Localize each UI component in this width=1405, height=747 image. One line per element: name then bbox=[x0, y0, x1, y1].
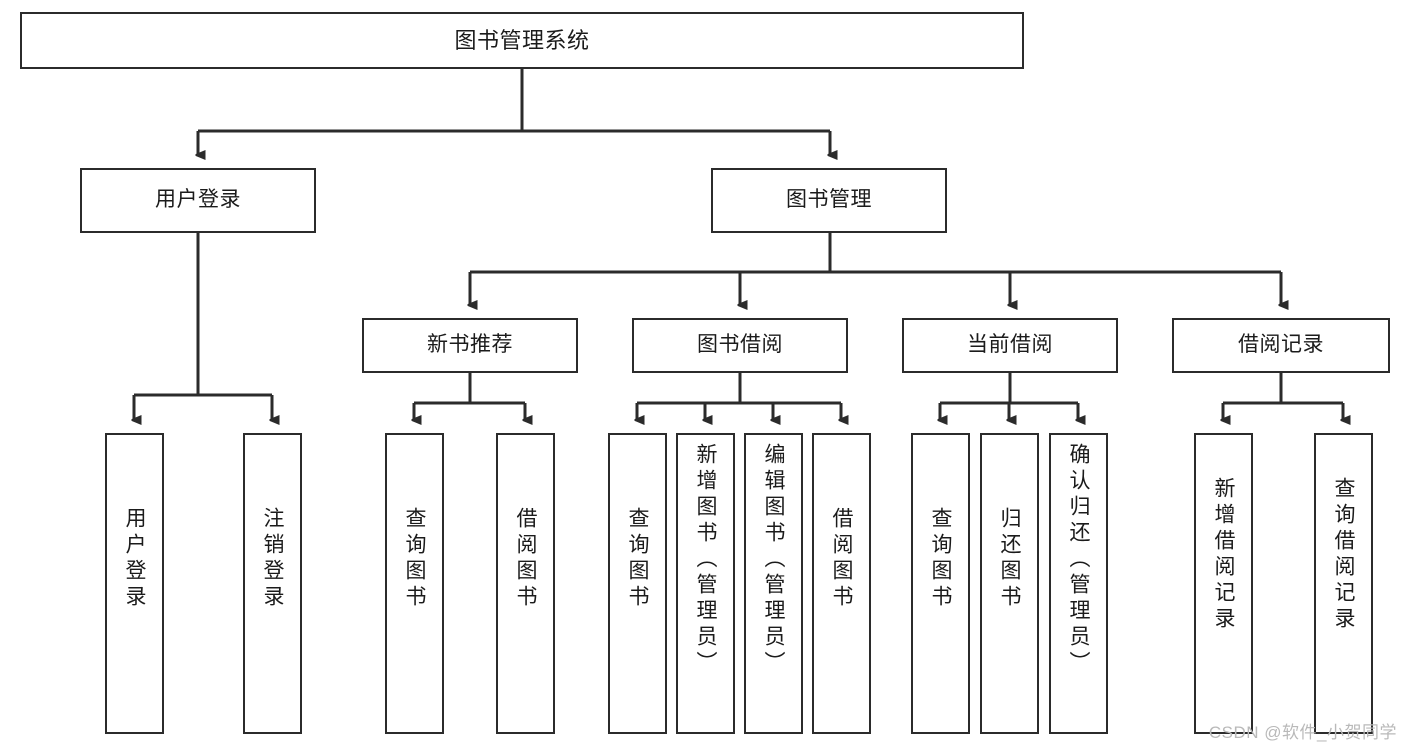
leaf-bb-edit-book-admin[interactable]: 编辑图书（管理员） bbox=[744, 433, 803, 734]
node-book-borrowing[interactable]: 图书借阅 bbox=[632, 318, 848, 373]
node-new-book-recommendation[interactable]: 新书推荐 bbox=[362, 318, 578, 373]
leaf-bb-borrow-book[interactable]: 借阅图书 bbox=[812, 433, 871, 734]
node-label: 当前借阅 bbox=[967, 333, 1053, 357]
node-label: 查询图书 bbox=[929, 507, 952, 611]
watermark-text: CSDN @软件_小贺同学 bbox=[1208, 723, 1397, 742]
leaf-cb-query-book[interactable]: 查询图书 bbox=[911, 433, 970, 734]
node-borrowing-record[interactable]: 借阅记录 bbox=[1172, 318, 1390, 373]
leaf-logout[interactable]: 注销登录 bbox=[243, 433, 302, 734]
node-label: 查询图书 bbox=[626, 507, 649, 611]
node-label: 借阅记录 bbox=[1238, 333, 1324, 357]
node-label: 查询图书 bbox=[403, 507, 426, 611]
node-label: 新书推荐 bbox=[427, 333, 513, 357]
node-label: 用户登录 bbox=[123, 507, 146, 611]
node-current-borrowing[interactable]: 当前借阅 bbox=[902, 318, 1118, 373]
node-label: 图书管理 bbox=[786, 188, 872, 212]
leaf-nb-borrow-book[interactable]: 借阅图书 bbox=[496, 433, 555, 734]
node-label: 图书管理系统 bbox=[454, 27, 590, 53]
leaf-cb-confirm-return-admin[interactable]: 确认归还（管理员） bbox=[1049, 433, 1108, 734]
node-label: 借阅图书 bbox=[514, 507, 537, 611]
node-label: 查询借阅记录 bbox=[1332, 477, 1355, 633]
leaf-bb-add-book-admin[interactable]: 新增图书（管理员） bbox=[676, 433, 735, 734]
leaf-bb-query-book[interactable]: 查询图书 bbox=[608, 433, 667, 734]
node-label: 新增借阅记录 bbox=[1212, 477, 1235, 633]
node-root-book-management-system[interactable]: 图书管理系统 bbox=[20, 12, 1024, 69]
node-label: 编辑图书（管理员） bbox=[762, 443, 785, 677]
leaf-cb-return-book[interactable]: 归还图书 bbox=[980, 433, 1039, 734]
leaf-br-add-record[interactable]: 新增借阅记录 bbox=[1194, 433, 1253, 734]
node-label: 图书借阅 bbox=[697, 333, 783, 357]
node-label: 确认归还（管理员） bbox=[1067, 443, 1090, 677]
node-label: 新增图书（管理员） bbox=[694, 443, 717, 677]
node-label: 借阅图书 bbox=[830, 507, 853, 611]
leaf-br-query-record[interactable]: 查询借阅记录 bbox=[1314, 433, 1373, 734]
node-user-login[interactable]: 用户登录 bbox=[80, 168, 316, 233]
leaf-nb-query-book[interactable]: 查询图书 bbox=[385, 433, 444, 734]
node-label: 注销登录 bbox=[261, 507, 284, 611]
node-book-management[interactable]: 图书管理 bbox=[711, 168, 947, 233]
node-label: 用户登录 bbox=[155, 188, 241, 212]
node-label: 归还图书 bbox=[998, 507, 1021, 611]
leaf-user-login[interactable]: 用户登录 bbox=[105, 433, 164, 734]
